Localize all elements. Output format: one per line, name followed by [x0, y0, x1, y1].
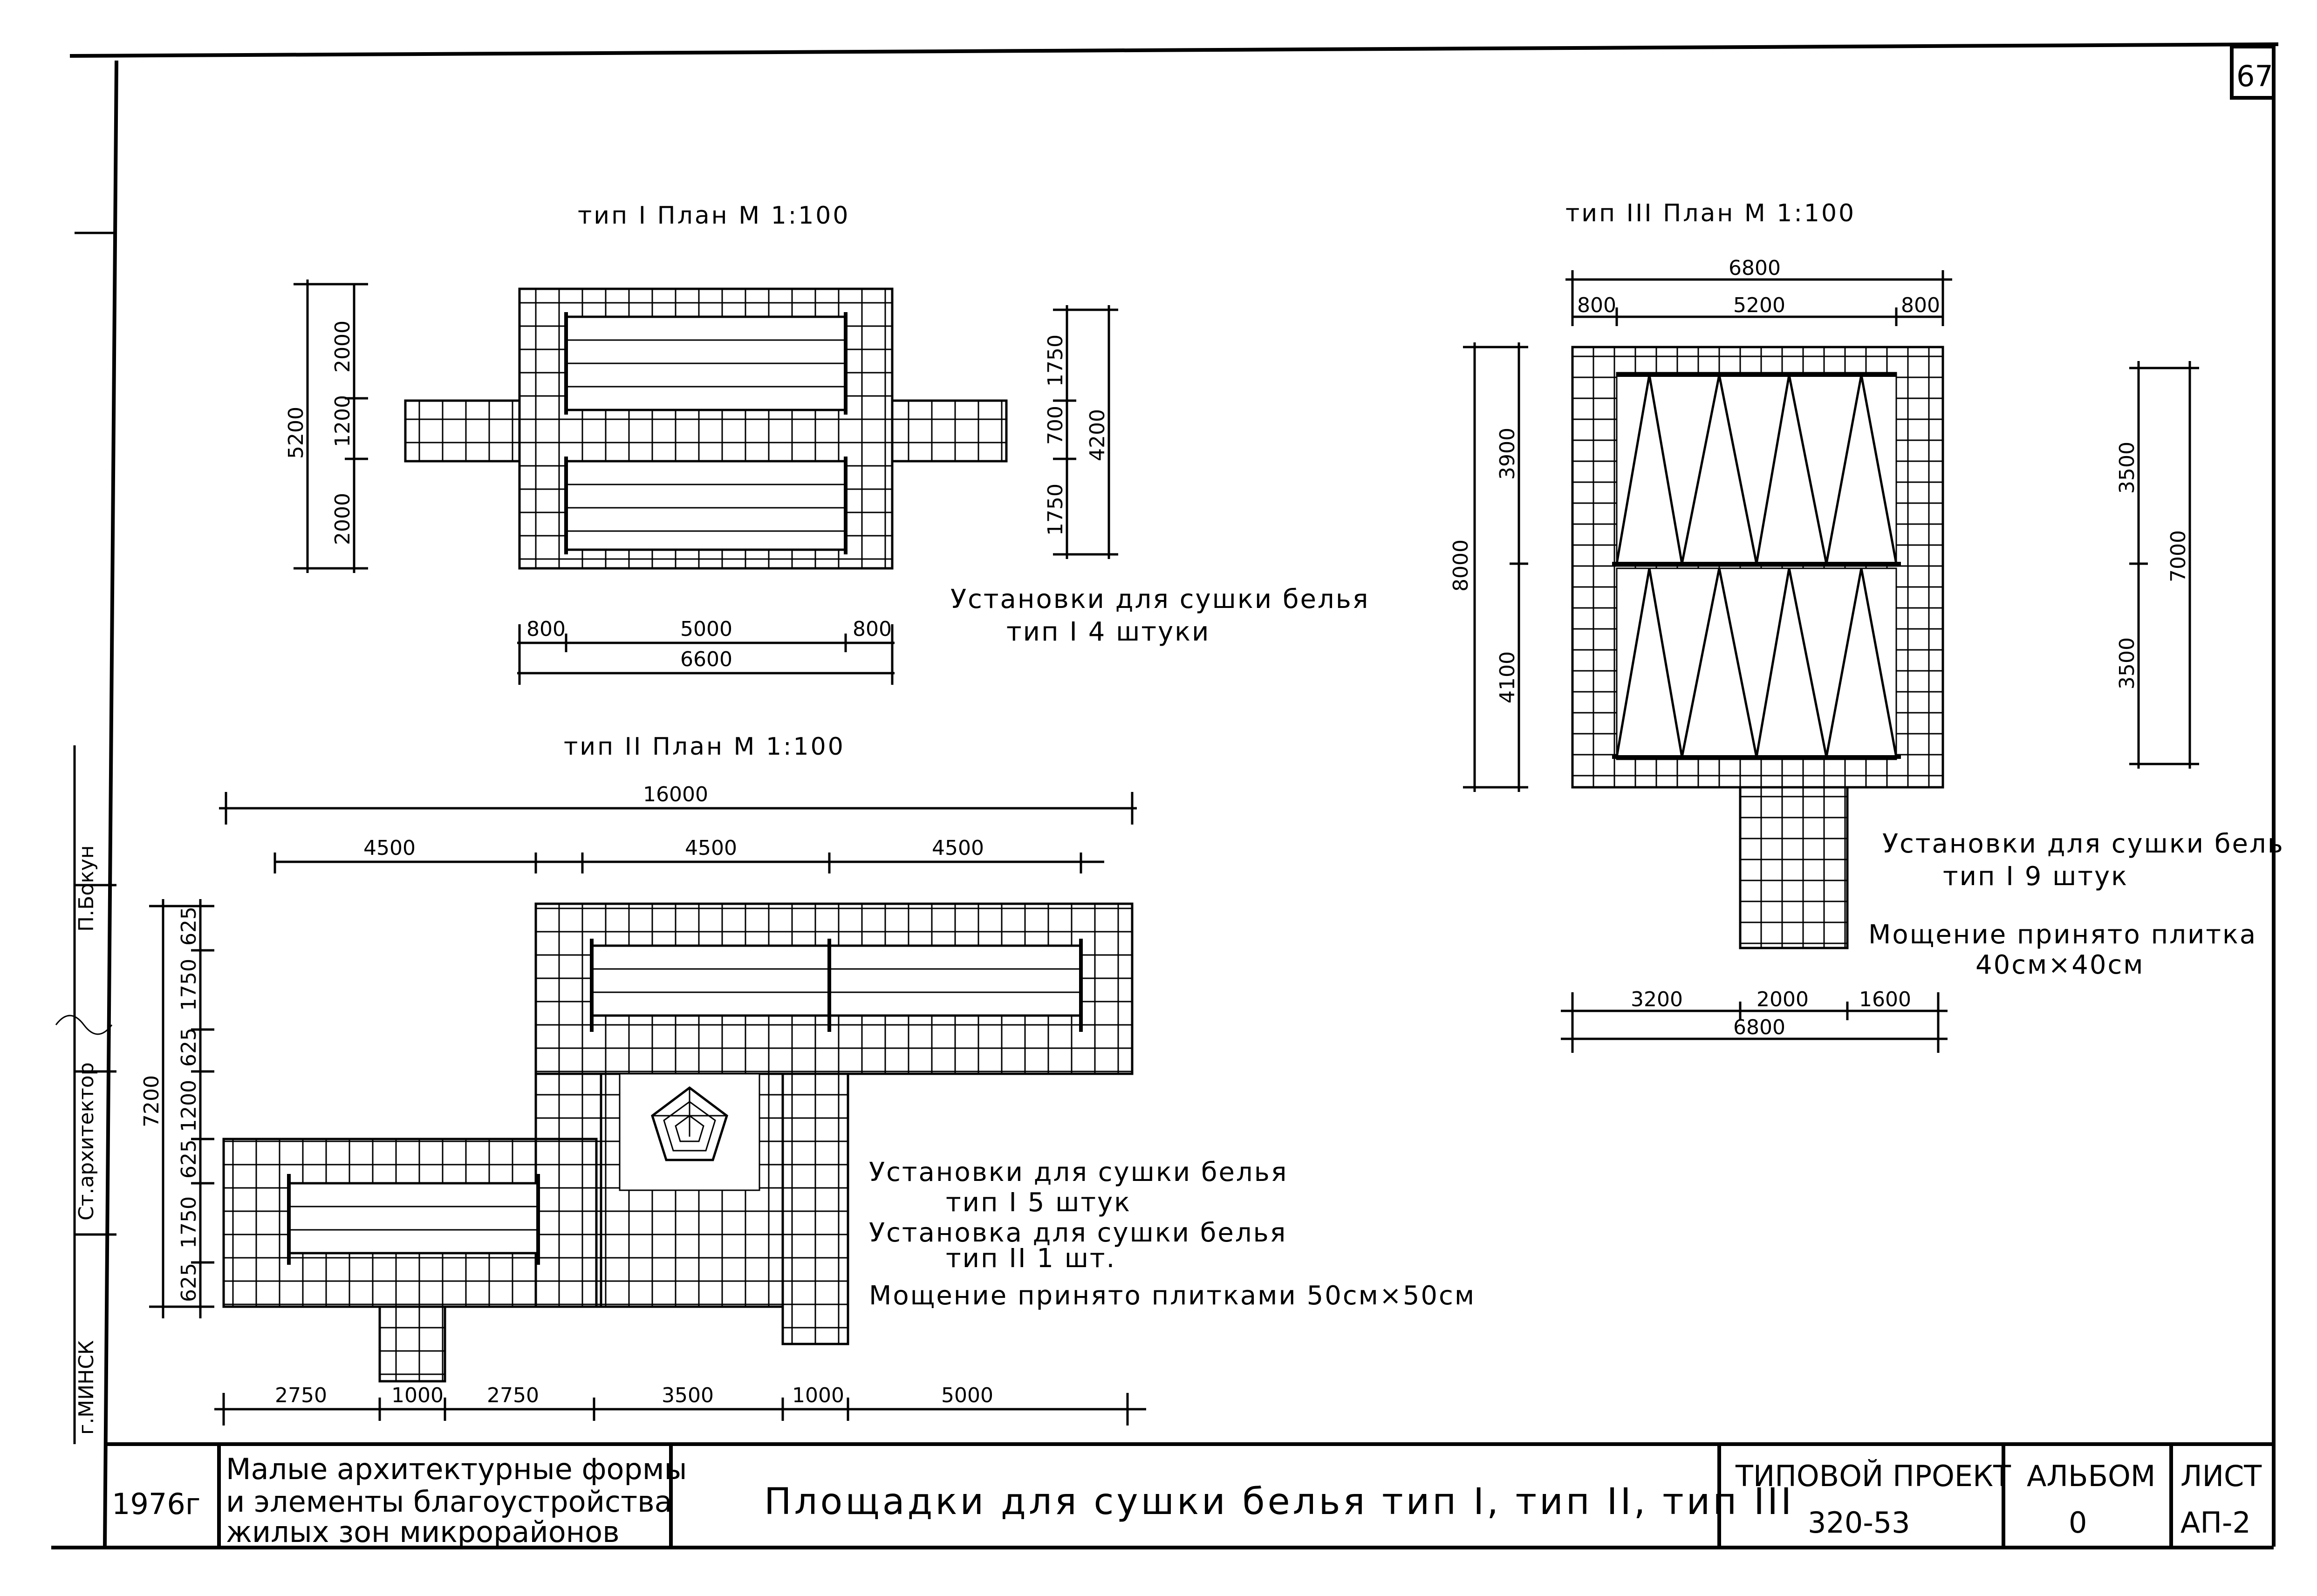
- plan-type1-title: тип I План М 1:100: [578, 202, 850, 230]
- t2-dim-h3: 625: [177, 1028, 201, 1067]
- t2-dim-h4: 1200: [177, 1080, 201, 1132]
- t1-dim-top: 2000: [331, 321, 355, 373]
- t2-dim-h1: 625: [177, 907, 201, 946]
- t3-dim-right-bottom: 3500: [2115, 637, 2139, 689]
- t2-dim-w2: 1000: [391, 1384, 444, 1407]
- plan-type2-paving: [222, 902, 1134, 1383]
- t1-dim-right-top: 1750: [1044, 334, 1067, 387]
- plan-type3-dryer-bottom: [1612, 567, 1901, 760]
- signature-mark: [55, 1015, 113, 1035]
- t2-dim-w5: 1000: [792, 1384, 844, 1407]
- project-label: ТИПОВОЙ ПРОЕКТ: [1735, 1459, 2011, 1493]
- t2-note-line4: тип II 1 шт.: [946, 1243, 1116, 1274]
- sheet-label: ЛИСТ: [2180, 1459, 2262, 1493]
- t2-dim-height-total: 7200: [140, 1075, 164, 1127]
- t3-note-line1: Установки для сушки бель: [1882, 829, 2284, 859]
- sheet-frame: [51, 42, 2279, 1549]
- t2-note-line2: тип I 5 штук: [946, 1187, 1131, 1218]
- architect-role-stamp: Ст.архитектор: [75, 1062, 98, 1221]
- side-stamps: г.МИНСК Ст.архитектор П.Бокун: [55, 845, 113, 1435]
- sheet-title: Площадки для сушки белья тип I, тип II, …: [764, 1481, 1794, 1523]
- title-block: 1976г Малые архитектурные формы и элемен…: [112, 1444, 2262, 1549]
- t1-dim-right-mid: 700: [1044, 406, 1067, 445]
- t2-dim-total: 16000: [643, 783, 708, 806]
- t2-note-line5: Мощение принято плитками 50см×50см: [869, 1281, 1476, 1311]
- t2-dim-w1: 2750: [275, 1384, 327, 1407]
- title-series-line3: жилых зон микрорайонов: [226, 1515, 620, 1549]
- t3-dim-right-top: 3500: [2115, 442, 2139, 494]
- sheet-number: АП-2: [2180, 1506, 2251, 1540]
- plan-type1-dims: 5200 2000 1200 2000 1750 700 1750 4200 8…: [284, 280, 1118, 685]
- plan-type2-note: Установки для сушки белья тип I 5 штук У…: [869, 1157, 1476, 1311]
- t2-dim-w4: 3500: [662, 1384, 714, 1407]
- t1-dim-right-total: 4200: [1086, 409, 1109, 461]
- plan-type3-note: Установки для сушки бель тип I 9 штук Мо…: [1868, 829, 2284, 980]
- t2-note-line1: Установки для сушки белья: [869, 1157, 1288, 1187]
- t2-dim-right: 4500: [932, 836, 984, 860]
- plan-type2-dryer-bottom: [287, 1174, 540, 1265]
- title-series-line2: и элементы благоустройства: [226, 1485, 672, 1519]
- t1-note-line1: Установки для сушки белья: [950, 584, 1369, 614]
- t3-dim-top-right: 800: [1901, 293, 1940, 317]
- t2-dim-h2: 1750: [177, 959, 201, 1011]
- t2-dim-w3: 2750: [487, 1384, 539, 1407]
- album-label: АЛЬБОМ: [2027, 1459, 2155, 1493]
- t3-dim-top-mid: 5200: [1733, 293, 1785, 317]
- t3-dim-bottom-mid: 2000: [1757, 988, 1809, 1011]
- t2-note-line3: Установка для сушки белья: [869, 1218, 1287, 1248]
- t3-dim-left-bottom: 4100: [1496, 651, 1519, 703]
- t1-note-line2: тип I 4 штуки: [1006, 617, 1210, 647]
- plan-type1: тип I План М 1:100: [284, 202, 1369, 685]
- plan-type3: тип III План М 1:100 6800 800 5200: [1449, 199, 2284, 1053]
- plan-type2-title: тип II План М 1:100: [564, 733, 845, 761]
- t3-dim-right-total: 7000: [2167, 530, 2190, 582]
- t2-dim-h6: 1750: [177, 1196, 201, 1248]
- plan-type1-dryer-top: [564, 312, 848, 415]
- plan-type2-dryer-top: [590, 939, 1083, 1032]
- architect-name-stamp: П.Бокун: [75, 845, 98, 932]
- t3-dim-bottom-total: 6800: [1733, 1016, 1785, 1039]
- t2-dim-mid: 4500: [685, 836, 737, 860]
- project-number: 320-53: [1808, 1506, 1910, 1540]
- t1-dim-bottom-right: 800: [853, 617, 892, 641]
- t3-dim-bottom-left: 3200: [1631, 988, 1683, 1011]
- t2-dim-w6: 5000: [941, 1384, 993, 1407]
- t3-dim-left-total: 8000: [1449, 539, 1473, 592]
- plan-type3-dims: 6800 800 5200 800 8000 3900 4100 3500 70…: [1449, 256, 2199, 1053]
- t2-dim-h5: 625: [177, 1139, 201, 1179]
- title-year: 1976г: [112, 1487, 200, 1521]
- t3-dim-top-left: 800: [1577, 293, 1616, 317]
- t3-note-line2: тип I 9 штук: [1943, 861, 2128, 892]
- t1-dim-bottom-total: 6600: [680, 648, 732, 671]
- album-number: 0: [2069, 1506, 2087, 1540]
- t3-dim-bottom-right: 1600: [1859, 988, 1911, 1011]
- t3-dim-left-top: 3900: [1496, 428, 1519, 480]
- plan-type3-dryer-top: [1612, 372, 1901, 566]
- t3-dim-top-total: 6800: [1729, 256, 1781, 280]
- plan-type2: тип II План М 1:100: [140, 733, 1476, 1425]
- city-stamp: г.МИНСК: [75, 1340, 98, 1435]
- plan-type3-title: тип III План М 1:100: [1565, 199, 1856, 227]
- t2-dim-h7: 625: [177, 1263, 201, 1302]
- t1-dim-total-height: 5200: [284, 407, 308, 459]
- t1-dim-bottom: 2000: [331, 493, 355, 545]
- t1-dim-right-bottom: 1750: [1044, 484, 1067, 536]
- t1-dim-middle: 1200: [331, 395, 355, 447]
- t1-dim-bottom-mid: 5000: [680, 617, 732, 641]
- t1-dim-bottom-left: 800: [526, 617, 566, 641]
- page-number: 67: [2236, 59, 2273, 93]
- plan-type1-note: Установки для сушки белья тип I 4 штуки: [950, 584, 1369, 647]
- page-number-box: 67: [2230, 45, 2276, 100]
- t3-note-line3: Мощение принято плитка: [1868, 920, 2257, 950]
- title-series-line1: Малые архитектурные формы: [226, 1452, 687, 1486]
- t3-note-line4: 40см×40см: [1975, 950, 2145, 980]
- plan-type2-dims: 16000 4500 4500 4500 7200 625 1750 625: [140, 783, 1146, 1425]
- plan-type2-dryer-type2: [651, 1086, 728, 1161]
- t2-dim-left: 4500: [363, 836, 416, 860]
- plan-type1-dryer-bottom: [564, 457, 848, 554]
